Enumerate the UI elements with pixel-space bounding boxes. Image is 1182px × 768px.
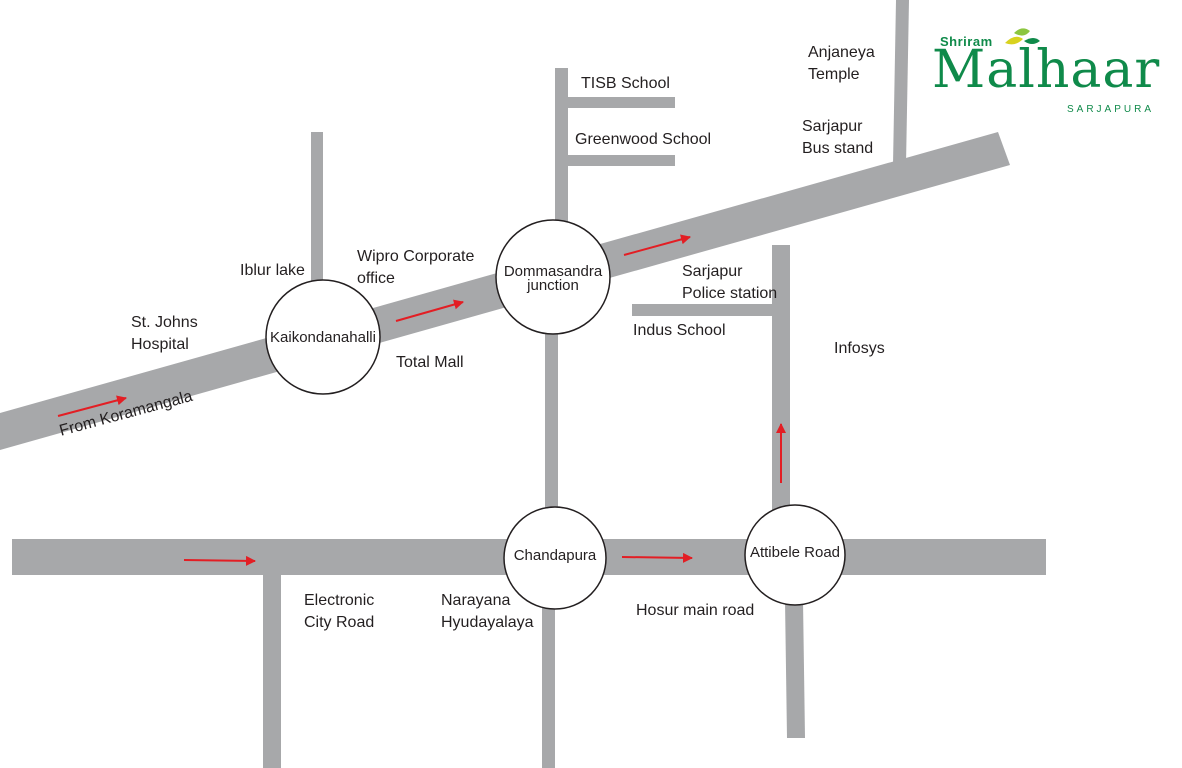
- label-tisb-school: TISB School: [581, 75, 670, 92]
- label-infosys: Infosys: [834, 340, 885, 357]
- road-anjaneya: [893, 0, 909, 165]
- label-narayana-line2: Hyudayalaya: [441, 614, 534, 631]
- label-wipro-line2: office: [357, 270, 395, 287]
- junction-label-chandapura: Chandapura: [513, 547, 597, 564]
- road-dommasandra-chandapura: [545, 325, 558, 515]
- label-bus-stand-line1: Sarjapur: [802, 118, 863, 135]
- label-electronic-city-line1: Electronic: [304, 592, 375, 609]
- junction-kaikondanahalli: [265, 279, 381, 395]
- junction-dommasandra: [495, 219, 611, 335]
- junction-label-dommasandra-line1: Dommasandra: [503, 263, 603, 280]
- label-electronic-city-line2: City Road: [304, 614, 375, 631]
- label-hosur-main-road: Hosur main road: [636, 602, 755, 619]
- direction-arrow: [623, 234, 691, 256]
- label-narayana-line1: Narayana: [441, 592, 511, 609]
- label-total-mall: Total Mall: [396, 354, 464, 371]
- label-anjaneya-line1: Anjaneya: [808, 44, 875, 61]
- direction-arrow: [621, 552, 693, 563]
- label-greenwood-school: Greenwood School: [575, 131, 712, 148]
- road-iblur-spur: [311, 132, 323, 292]
- brand-logo-main: Malhaar: [932, 40, 1161, 100]
- junction-label-attibele: Attibele Road: [749, 544, 841, 561]
- label-bus-stand-line2: Bus stand: [802, 140, 874, 157]
- brand-logo: Shriram Malhaar SARJAPURA: [932, 30, 1167, 120]
- road-tisb-spur: [555, 68, 568, 228]
- road-greenwood-branch: [561, 155, 675, 166]
- label-st-johns-hospital: St. Johns Hospital: [131, 312, 198, 356]
- label-wipro-line1: Wipro Corporate: [357, 248, 475, 265]
- road-tisb-branch: [561, 97, 675, 108]
- label-iblur-lake: Iblur lake: [240, 262, 305, 279]
- logo-leaves-icon: [1005, 28, 1040, 45]
- junction-label-kaikondanahalli: Kaikondanahalli: [270, 329, 376, 346]
- direction-arrow: [395, 299, 464, 322]
- label-sarjapur-police-station: Sarjapur Police station: [682, 261, 777, 305]
- direction-arrow: [57, 395, 127, 417]
- junction-chandapura: [503, 506, 607, 610]
- road-attibele-south: [785, 600, 805, 738]
- label-police-line1: Sarjapur: [682, 263, 743, 280]
- road-electronic-city: [263, 570, 281, 768]
- road-chandapura-south: [542, 590, 555, 768]
- label-wipro-office: Wipro Corporate office: [357, 246, 474, 290]
- label-narayana-hyudayalaya: Narayana Hyudayalaya: [441, 590, 534, 634]
- brand-logo-top: Shriram: [940, 34, 993, 49]
- label-st-johns-line1: St. Johns: [131, 314, 198, 331]
- road-indus-branch: [632, 304, 782, 316]
- label-police-line2: Police station: [682, 285, 778, 302]
- direction-arrow: [183, 555, 256, 566]
- label-sarjapur-bus-stand: Sarjapur Bus stand: [802, 116, 873, 160]
- label-anjaneya-temple: Anjaneya Temple: [808, 42, 875, 86]
- label-indus-school: Indus School: [633, 322, 726, 339]
- label-electronic-city-road: Electronic City Road: [304, 590, 374, 634]
- label-st-johns-line2: Hospital: [131, 336, 189, 353]
- junction-label-dommasandra-line2: junction: [527, 277, 579, 294]
- junction-label-dommasandra: Dommasandra junction: [495, 263, 611, 294]
- junction-attibele: [744, 504, 846, 606]
- label-anjaneya-line2: Temple: [808, 66, 860, 83]
- brand-logo-sub: SARJAPURA: [1067, 104, 1155, 115]
